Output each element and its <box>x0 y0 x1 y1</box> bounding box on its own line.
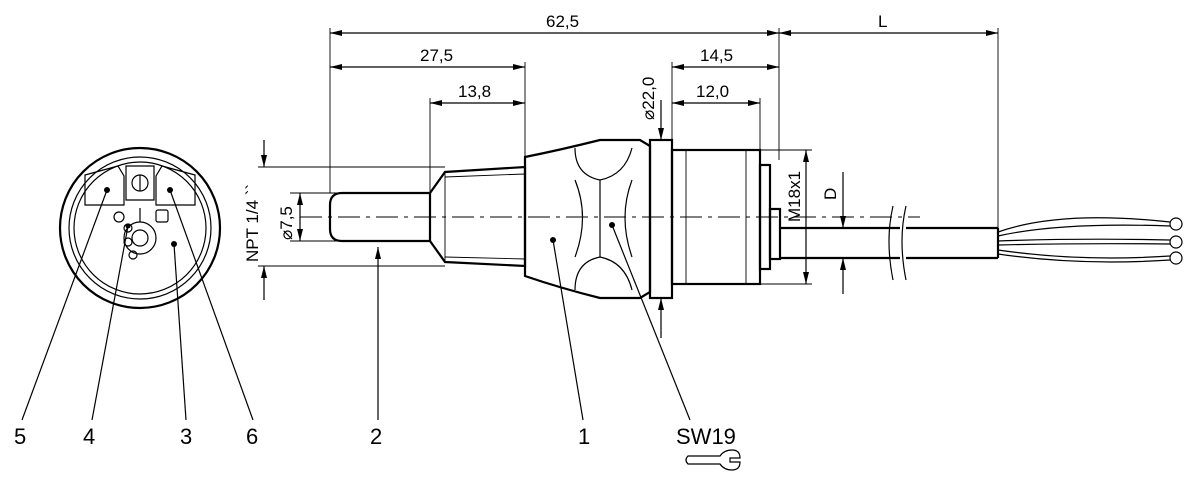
label-m18-length: 12,0 <box>696 82 729 101</box>
pin-segment-6 <box>155 165 196 206</box>
wire-end-2 <box>1169 235 1183 249</box>
dimension-lines <box>258 28 999 421</box>
side-view <box>300 138 1183 300</box>
cable-break-1 <box>888 205 894 281</box>
wire-2 <box>997 238 1171 246</box>
front-inner-ring <box>68 156 212 300</box>
wrench-icon <box>685 449 741 471</box>
wire-1 <box>997 217 1171 237</box>
callout-pin-5: 5 <box>14 424 26 449</box>
label-probe-diameter: ⌀7,5 <box>277 206 296 240</box>
front-face <box>73 161 207 295</box>
leader-sw19 <box>611 224 691 421</box>
front-outer-ring <box>58 146 222 310</box>
cable-break-2 <box>901 205 907 281</box>
connector-tip <box>768 207 782 261</box>
hex-facet-right <box>624 179 633 258</box>
leader-6 <box>169 189 254 421</box>
pin-segment-5 <box>84 165 125 206</box>
flange <box>648 138 674 300</box>
wire-3 <box>997 249 1171 263</box>
leader-4 <box>91 225 129 421</box>
label-connector-thread: M18x1 <box>785 171 804 222</box>
callout-item-1: 1 <box>578 424 590 449</box>
label-cable-diameter: D <box>821 188 840 200</box>
label-thread-length: 13,8 <box>458 82 491 101</box>
pin-hole-3 <box>155 209 169 223</box>
wire-end-1 <box>1169 217 1183 231</box>
leader-item-1 <box>552 239 584 421</box>
callout-pin-3: 3 <box>180 424 192 449</box>
front-view <box>21 146 254 421</box>
callout-item-2: 2 <box>370 424 382 449</box>
label-length-to-body: 27,5 <box>420 46 453 65</box>
label-flange-to-end: 14,5 <box>700 46 733 65</box>
hex-facet-top <box>574 147 633 181</box>
leader-5 <box>21 189 108 421</box>
label-process-thread: NPT 1/4 `` <box>243 184 262 262</box>
label-cable-length: L <box>878 12 887 31</box>
callout-pin-6: 6 <box>246 424 258 449</box>
hex-facet-left <box>574 179 584 258</box>
wire-end-3 <box>1169 251 1183 265</box>
pin-hole-4 <box>113 211 125 223</box>
center-contact-inner <box>131 229 149 247</box>
callout-wrench-size: SW19 <box>676 424 736 449</box>
leader-3 <box>173 243 187 421</box>
label-overall-length: 62,5 <box>546 12 579 31</box>
callout-pin-4: 4 <box>83 424 95 449</box>
hex-facet-bottom <box>574 256 633 291</box>
pin-segment-top <box>125 165 155 201</box>
label-flange-diameter: ⌀22,0 <box>639 77 658 120</box>
